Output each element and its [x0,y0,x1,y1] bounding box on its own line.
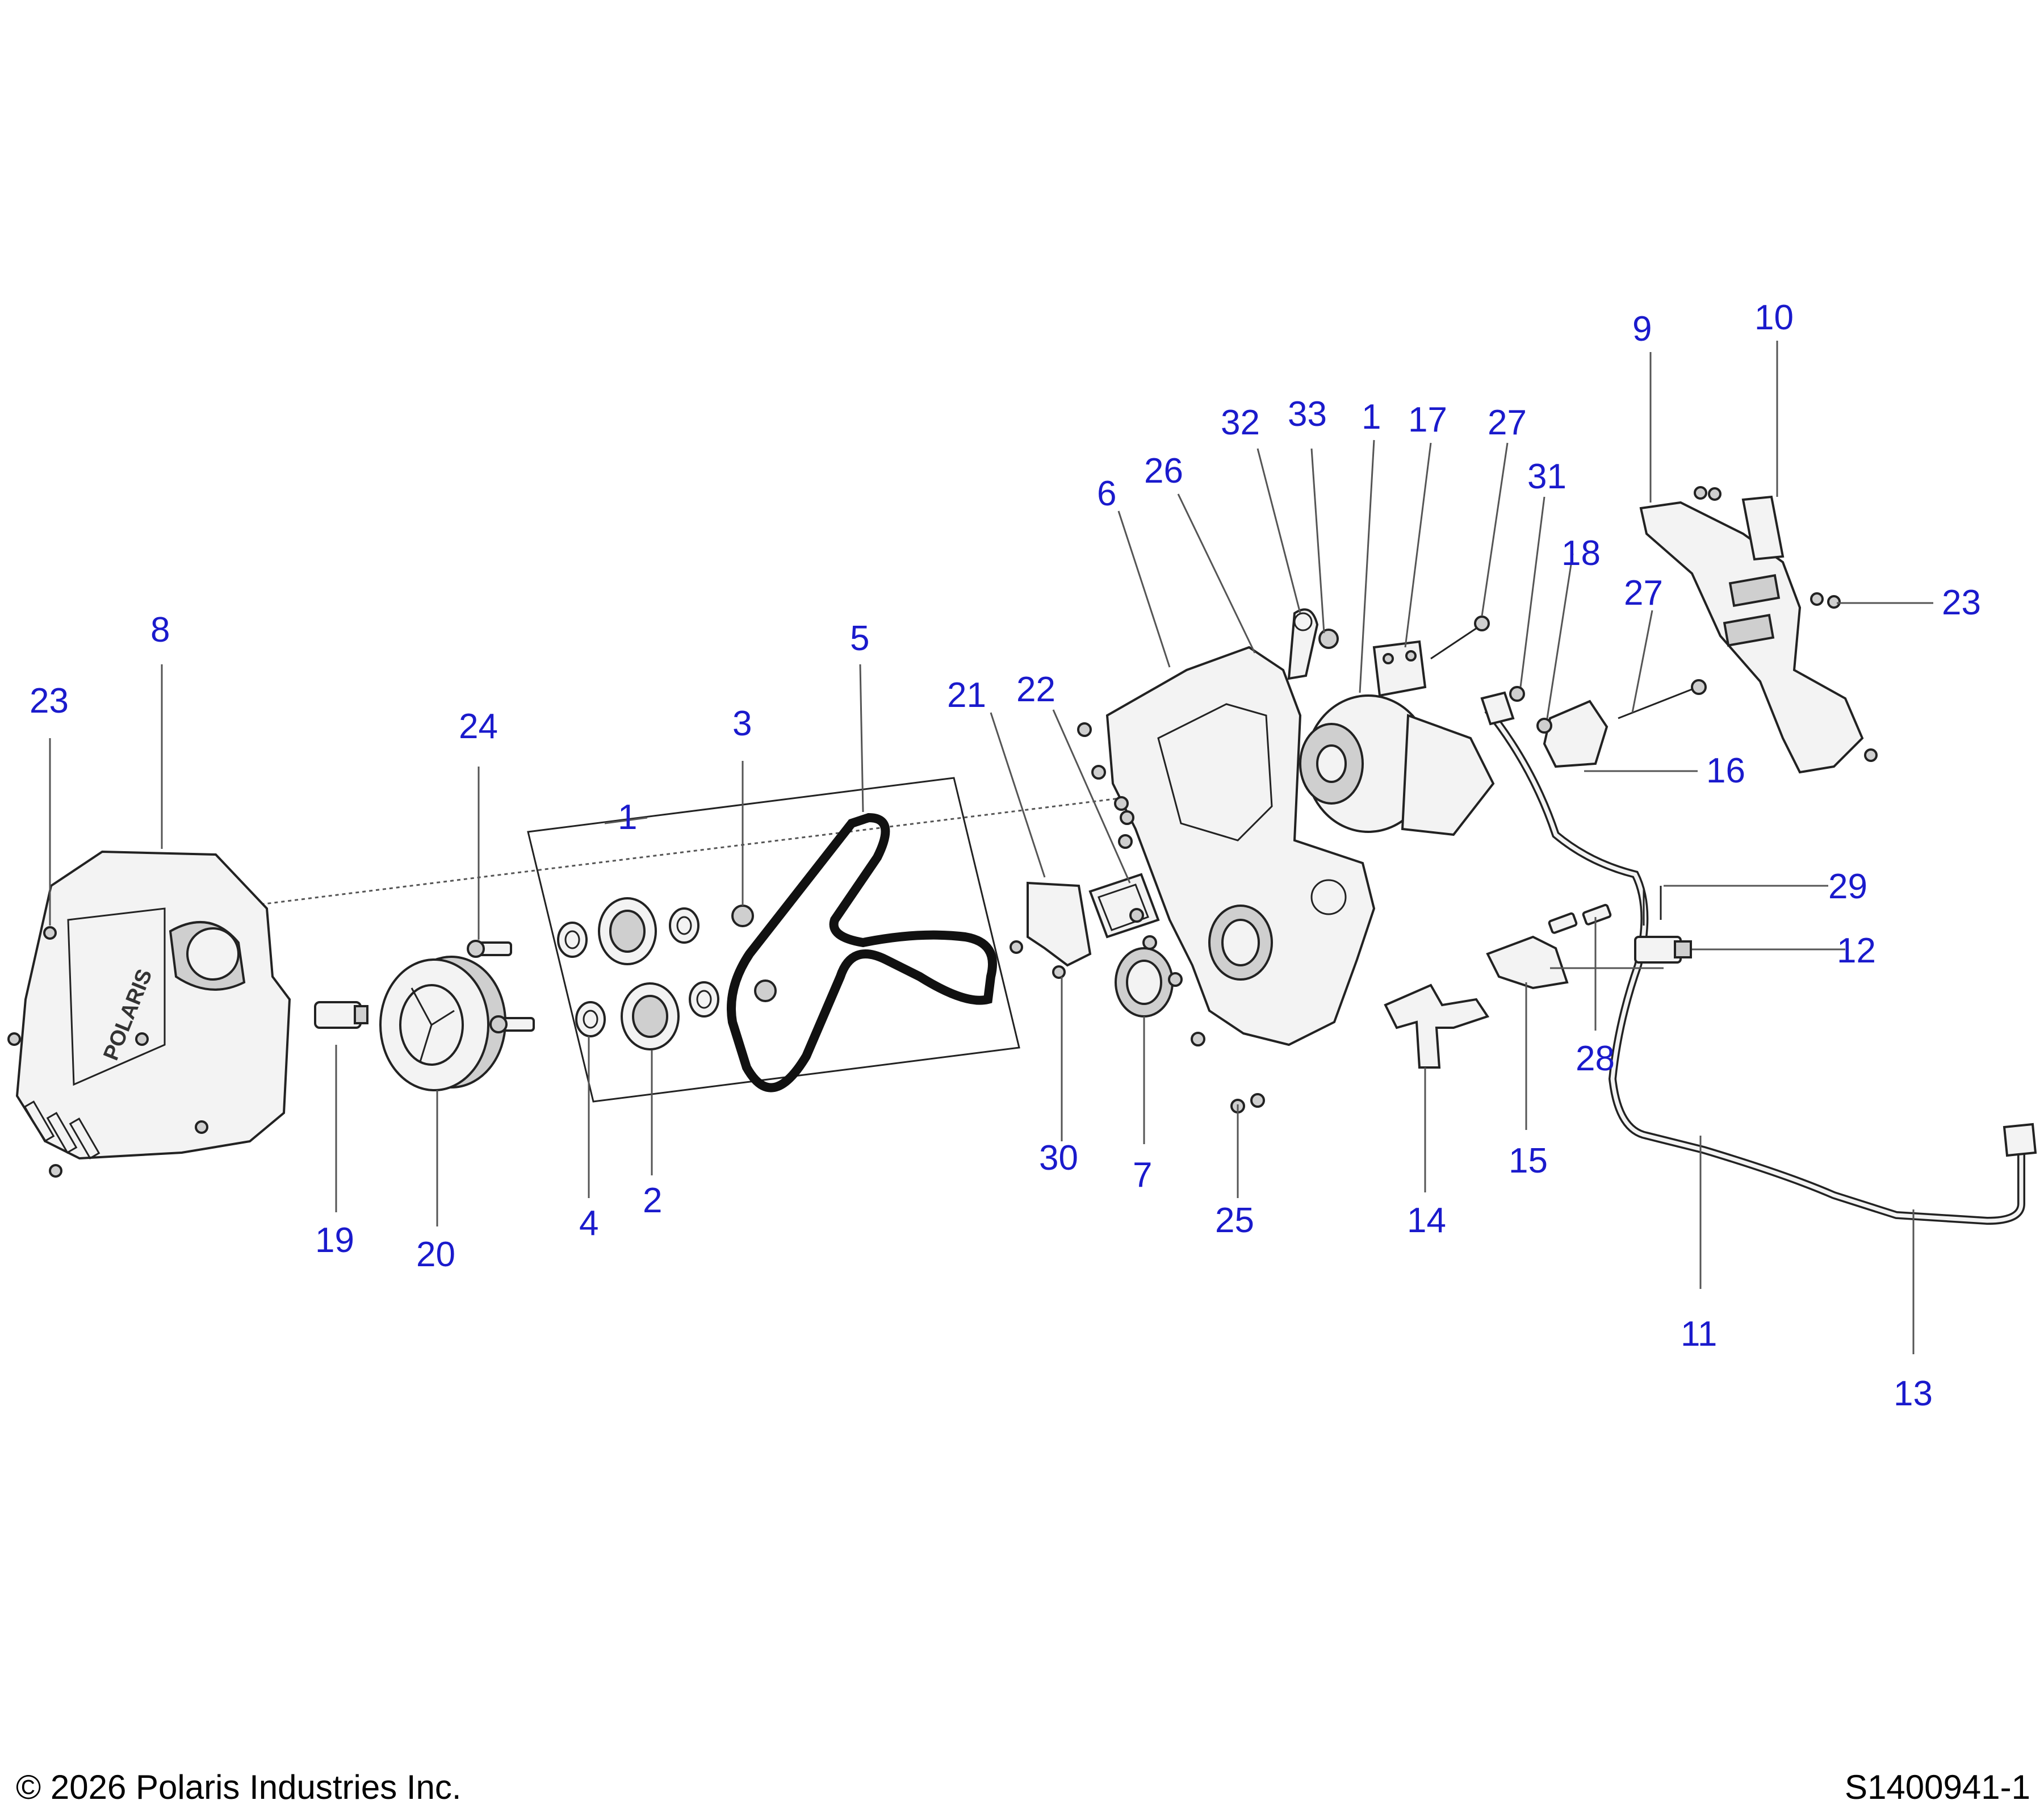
serpentine-belt-part-5 [727,813,997,1092]
lifting-eye-part-32 [1287,608,1319,680]
callout-32: 32 [1221,403,1260,442]
callout-3: 3 [732,704,752,743]
small-bolts-part-29 [1643,886,1662,926]
callout-2: 2 [643,1181,662,1220]
nut-part-31 [1509,686,1525,702]
copyright-text: © 2026 Polaris Industries Inc. [16,1768,462,1806]
callout-23-right: 23 [1942,583,1981,622]
callout-4: 4 [579,1204,598,1243]
timing-cover-part-6 [1105,646,1376,1046]
callout-24: 24 [459,707,498,746]
front-cover-part-8: POLARIS [15,850,291,1160]
callout-13: 13 [1894,1374,1933,1413]
callout-19: 19 [315,1221,354,1260]
gasket-part-22 [1088,873,1160,939]
crank-bolt-part-19 [314,1001,368,1029]
shield-fasteners-part-23 [1694,486,1878,762]
callout-20: 20 [416,1235,455,1274]
callout-1-alternator: 1 [1362,397,1381,437]
harness-connector [1480,691,1515,726]
cover-bolts-part-25 [1077,722,1265,1113]
callout-17: 17 [1408,400,1447,439]
harness-end-connector [2003,1123,2037,1157]
callout-10: 10 [1754,298,1794,337]
callout-30: 30 [1039,1138,1078,1178]
callout-8: 8 [150,610,170,650]
callout-5: 5 [850,619,869,658]
cover-bolts [7,926,208,1178]
bolt-part-33 [1318,629,1339,649]
wire-harness-part-11 [1484,707,2025,1225]
callout-31: 31 [1527,457,1566,496]
alternator-part-1 [1299,694,1495,836]
callout-23-left: 23 [30,681,69,721]
callout-26: 26 [1144,451,1183,491]
callout-28: 28 [1576,1039,1615,1078]
callout-33: 33 [1288,395,1327,434]
callout-29: 29 [1828,867,1867,906]
callout-16: 16 [1706,751,1745,790]
plate-part-17 [1372,640,1427,697]
harness-clip-part-12 [1634,936,1692,964]
callout-12: 12 [1837,931,1876,970]
idler-pulleys-part-2 [598,897,680,1050]
belt-kit-outline [527,777,1020,1103]
callout-11: 11 [1681,1314,1717,1354]
bracket-part-14 [1384,983,1490,1069]
crank-pulley-part-20 [379,956,506,1091]
callout-1-belt-kit: 1 [618,798,637,837]
bracket-part-15 [1486,935,1569,990]
insulation-pad-part-10 [1741,495,1785,561]
bolts-part-28 [1548,903,1612,934]
callout-25: 25 [1215,1201,1254,1240]
long-bolts-part-27 [1430,616,1707,719]
callout-15: 15 [1509,1141,1548,1180]
callout-6: 6 [1097,474,1116,513]
callout-9: 9 [1632,309,1652,349]
callout-21: 21 [947,676,986,715]
sensor-bracket-part-16 [1543,700,1609,768]
pulley-bolts [467,940,535,1033]
callout-7: 7 [1133,1155,1152,1195]
callout-14: 14 [1407,1201,1446,1240]
callout-numbers: 8 23 24 19 20 4 2 3 1 5 21 22 30 7 25 6 … [30,298,1981,1413]
washers-part-4 [557,907,719,1037]
diagram-id: S1400941-1 [1845,1768,2030,1806]
leader-lines [49,341,1933,1354]
seal-part-7 [1115,947,1174,1018]
nut-part-18 [1536,718,1552,734]
callout-22: 22 [1016,670,1055,709]
bracket-part-21 [1010,881,1092,979]
callout-27-top: 27 [1488,403,1527,442]
callout-18: 18 [1561,534,1601,573]
callout-27-right: 27 [1624,573,1663,613]
